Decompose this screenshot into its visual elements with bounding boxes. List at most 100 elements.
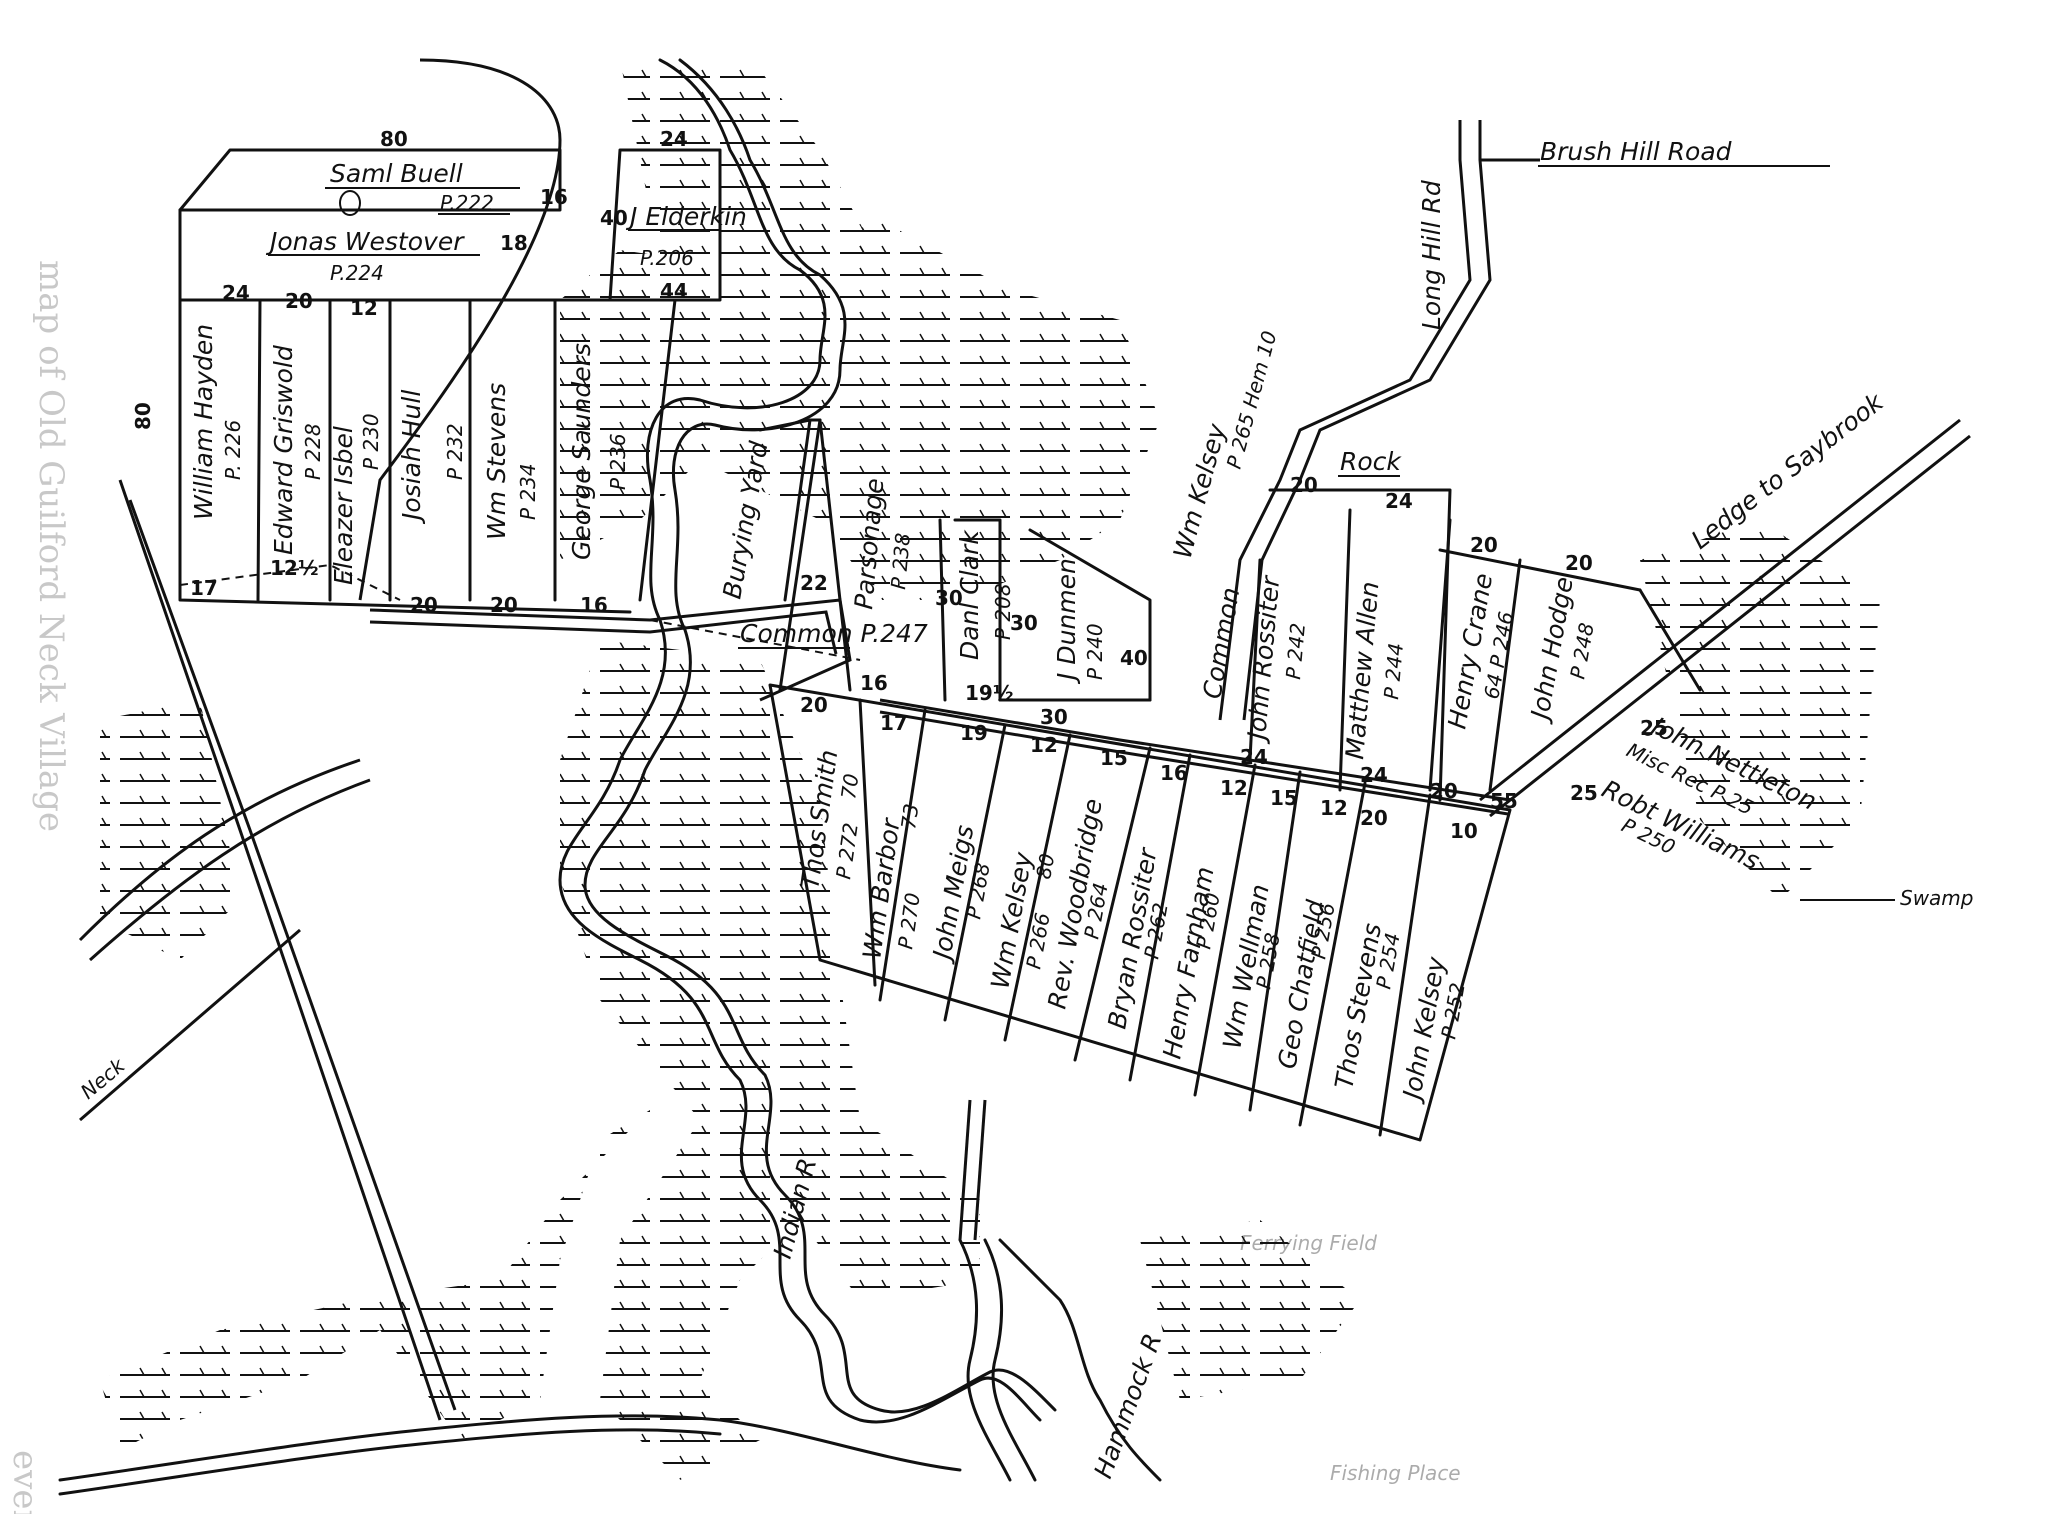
svg-text:evens: evens bbox=[5, 1450, 45, 1514]
svg-text:P.206: P.206 bbox=[640, 246, 694, 270]
lot-josiah-hull: Josiah Hull 20 bbox=[397, 390, 438, 617]
svg-text:P 240: P 240 bbox=[1083, 623, 1107, 680]
svg-text:22: 22 bbox=[800, 571, 828, 595]
svg-text:20: 20 bbox=[1470, 533, 1498, 557]
svg-text:Danl Clark: Danl Clark bbox=[955, 529, 984, 660]
hammock-river bbox=[958, 1238, 1162, 1482]
svg-text:16: 16 bbox=[860, 671, 888, 695]
svg-text:Long Hill Rd: Long Hill Rd bbox=[1417, 180, 1446, 330]
svg-text:Josiah Hull: Josiah Hull bbox=[397, 390, 426, 525]
svg-text:40: 40 bbox=[1120, 646, 1148, 670]
svg-text:25: 25 bbox=[1640, 716, 1668, 740]
swamp-label: Swamp bbox=[1800, 886, 1974, 910]
road-dimensions: 24 24 20 55 bbox=[1240, 745, 1518, 813]
lot-jonas-westover: Jonas Westover P.224 18 bbox=[265, 227, 528, 285]
svg-text:55: 55 bbox=[1490, 789, 1518, 813]
marsh-areas bbox=[100, 60, 1880, 1480]
svg-text:William Hayden: William Hayden bbox=[189, 324, 218, 520]
neck-label: Neck bbox=[76, 1052, 131, 1103]
lot-wm-stevens: P 232 Wm Stevens P 234 20 bbox=[443, 383, 540, 617]
svg-text:24: 24 bbox=[1360, 763, 1388, 787]
svg-text:19½: 19½ bbox=[965, 681, 1014, 705]
lot-john-meigs: John Meigs P 268 19 bbox=[926, 721, 994, 966]
svg-text:P 238: P 238 bbox=[886, 532, 915, 590]
svg-text:16: 16 bbox=[1160, 761, 1188, 785]
svg-text:20: 20 bbox=[800, 693, 828, 717]
long-hill-road-label: Long Hill Rd bbox=[1417, 180, 1446, 330]
svg-text:24: 24 bbox=[1385, 489, 1413, 513]
svg-text:P. 226: P. 226 bbox=[221, 420, 245, 480]
brush-hill-road-label: Brush Hill Road bbox=[1538, 137, 1830, 167]
lot-william-hayden: William Hayden P. 226 24 17 bbox=[189, 281, 250, 600]
south-lot-lines bbox=[768, 683, 1512, 1142]
west-side-dimension: 80 bbox=[131, 402, 155, 430]
svg-text:15: 15 bbox=[1100, 746, 1128, 770]
svg-text:12½: 12½ bbox=[270, 556, 319, 580]
svg-text:P 270: P 270 bbox=[893, 891, 925, 950]
svg-text:40: 40 bbox=[600, 206, 628, 230]
svg-text:P 228: P 228 bbox=[301, 423, 325, 480]
svg-text:Saml Buell: Saml Buell bbox=[330, 159, 463, 188]
lot-danl-clark: Danl Clark P 208 30 19½ bbox=[935, 529, 1015, 705]
svg-text:Eleazer Isbel: Eleazer Isbel bbox=[329, 426, 358, 585]
svg-text:20: 20 bbox=[285, 289, 313, 313]
svg-text:P 230: P 230 bbox=[359, 413, 383, 470]
svg-text:P 236: P 236 bbox=[606, 433, 630, 490]
lot-john-hodge: John Hodge P 248 20 bbox=[1524, 551, 1598, 726]
lot-george-saunders: George Saunders P 236 16 bbox=[567, 343, 630, 617]
lot-saml-buell: Saml Buell P.222 80 16 bbox=[325, 127, 568, 216]
svg-text:P 272: P 272 bbox=[831, 821, 863, 880]
svg-text:30: 30 bbox=[1010, 611, 1038, 635]
svg-text:Jonas Westover: Jonas Westover bbox=[265, 227, 465, 256]
lot-j-dunmen: J Dunmen P 240 30 40 30 bbox=[1010, 558, 1148, 729]
svg-text:15: 15 bbox=[1270, 786, 1298, 810]
svg-text:Swamp: Swamp bbox=[1900, 886, 1974, 910]
svg-text:16: 16 bbox=[580, 593, 608, 617]
svg-text:Wm Kelsey: Wm Kelsey bbox=[1168, 420, 1232, 562]
svg-text:24: 24 bbox=[660, 127, 688, 151]
svg-text:20: 20 bbox=[490, 593, 518, 617]
lot-eleazer-isbel: Eleazer Isbel P 230 12 bbox=[329, 296, 383, 585]
lot-j-elderkin: J Elderkin P.206 24 40 44 bbox=[600, 127, 747, 303]
svg-text:Brush Hill Road: Brush Hill Road bbox=[1540, 137, 1732, 166]
margin-title: map of Old Guilford Neck Village evens bbox=[5, 260, 71, 1514]
svg-text:P 234: P 234 bbox=[516, 463, 540, 520]
svg-text:20: 20 bbox=[1290, 473, 1318, 497]
svg-text:25: 25 bbox=[1570, 781, 1598, 805]
svg-text:Common: Common bbox=[1197, 585, 1245, 701]
svg-text:20: 20 bbox=[410, 593, 438, 617]
indian-river bbox=[558, 58, 1057, 1424]
north-west-lot-lines bbox=[178, 298, 861, 661]
svg-text:P 265 Hem 10: P 265 Hem 10 bbox=[1222, 328, 1282, 471]
hammock-river-label: Hammock R bbox=[1088, 1330, 1167, 1482]
svg-text:19: 19 bbox=[960, 721, 988, 745]
svg-text:12: 12 bbox=[350, 296, 378, 320]
svg-text:24: 24 bbox=[222, 281, 250, 305]
svg-text:18: 18 bbox=[500, 231, 528, 255]
svg-text:Wm Stevens: Wm Stevens bbox=[482, 383, 511, 540]
svg-text:P.222: P.222 bbox=[440, 191, 494, 215]
svg-text:Fishing Place: Fishing Place bbox=[1330, 1461, 1461, 1485]
svg-text:Ledge to Saybrook: Ledge to Saybrook bbox=[1686, 386, 1890, 554]
svg-text:P 232: P 232 bbox=[443, 423, 467, 480]
svg-text:12: 12 bbox=[1220, 776, 1248, 800]
svg-text:30: 30 bbox=[1040, 705, 1068, 729]
shoreline bbox=[58, 1414, 962, 1496]
svg-text:20: 20 bbox=[1360, 806, 1388, 830]
svg-text:P 242: P 242 bbox=[1281, 622, 1310, 680]
center-lot-lines bbox=[758, 418, 1152, 702]
svg-text:P 208: P 208 bbox=[991, 583, 1015, 640]
svg-text:J Dunmen: J Dunmen bbox=[1052, 558, 1081, 685]
svg-text:P 244: P 244 bbox=[1379, 642, 1408, 700]
svg-text:P.224: P.224 bbox=[330, 261, 384, 285]
svg-text:17: 17 bbox=[190, 576, 218, 600]
svg-text:John Rossiter: John Rossiter bbox=[1242, 573, 1286, 745]
svg-text:80: 80 bbox=[1031, 852, 1059, 881]
common-lower: Common P.247 16 bbox=[738, 619, 928, 695]
svg-text:20: 20 bbox=[1565, 551, 1593, 575]
lot-edward-griswold: Edward Griswold P 228 20 12½ bbox=[269, 289, 325, 580]
svg-text:J Elderkin: J Elderkin bbox=[625, 202, 747, 231]
svg-text:17: 17 bbox=[880, 711, 908, 735]
svg-text:30: 30 bbox=[935, 586, 963, 610]
